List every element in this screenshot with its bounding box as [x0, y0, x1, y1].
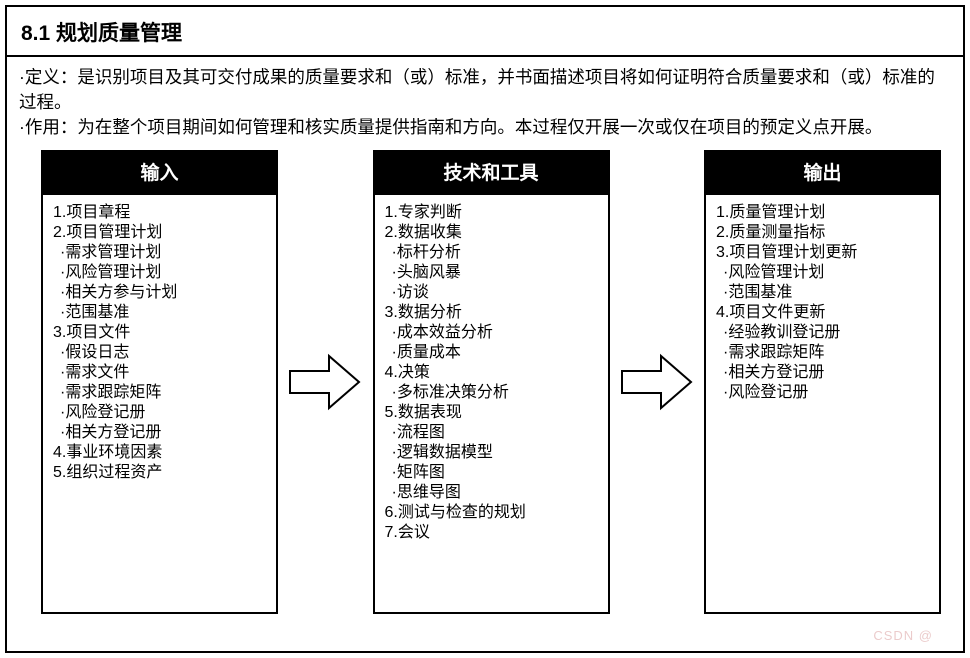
list-item: ·成本效益分析: [391, 323, 493, 341]
list-item: ·需求管理计划: [60, 243, 162, 261]
right-arrow-icon: [620, 353, 693, 410]
list-item: ·标杆分析: [391, 243, 461, 261]
list-item: 2.数据收集: [384, 223, 462, 241]
list-item: ·风险管理计划: [723, 263, 825, 281]
list-item: 5.数据表现: [384, 403, 462, 421]
list-item: 2.质量测量指标: [716, 223, 826, 241]
list-item: 5.组织过程资产: [53, 463, 163, 481]
list-item: 2.项目管理计划: [53, 223, 163, 241]
list-item: ·相关方登记册: [60, 423, 162, 441]
list-item: ·相关方参与计划: [60, 283, 178, 301]
purpose-text: ·作用：为在整个项目期间如何管理和核实质量提供指南和方向。本过程仅开展一次或仅在…: [19, 116, 883, 137]
list-item: 3.数据分析: [384, 303, 462, 321]
tools-box: 技术和工具 1.专家判断 2.数据收集 ·标杆分析 ·头脑风暴 ·访谈 3.数据分析 ·成本…: [372, 149, 610, 614]
list-item: ·头脑风暴: [391, 263, 461, 281]
outputs-header: 输出: [706, 151, 939, 195]
watermark: CSDN @: [873, 628, 933, 643]
list-item: ·风险管理计划: [60, 263, 162, 281]
list-item: ·需求跟踪矩阵: [60, 383, 162, 401]
page-title: 8.1 规划质量管理: [21, 22, 183, 45]
title-bar: 8.1 规划质量管理: [7, 7, 963, 57]
list-item: 4.项目文件更新: [716, 303, 826, 321]
list-item: ·需求文件: [60, 363, 130, 381]
list-item: ·风险登记册: [60, 403, 146, 421]
outputs-list: 1.质量管理计划 2.质量测量指标 3.项目管理计划更新 ·风险管理计划 ·范围基准 4.…: [706, 195, 939, 403]
list-item: 3.项目管理计划更新: [716, 243, 858, 261]
list-item: ·相关方登记册: [723, 363, 825, 381]
list-item: 1.质量管理计划: [716, 203, 826, 221]
arrow-cell-1: [278, 150, 373, 614]
list-item: ·范围基准: [60, 303, 130, 321]
definition-text: ·定义：是识别项目及其可交付成果的质量要求和（或）标准，并书面描述项目将如何证明…: [19, 67, 935, 112]
list-item: ·假设日志: [60, 343, 130, 361]
tools-header: 技术和工具: [374, 151, 608, 195]
list-item: ·多标准决策分析: [391, 383, 509, 401]
list-item: ·风险登记册: [723, 383, 809, 401]
list-item: ·流程图: [391, 423, 445, 441]
right-arrow-icon: [289, 353, 361, 410]
diagram-frame: 8.1 规划质量管理 ·定义：是识别项目及其可交付成果的质量要求和（或）标准，并…: [5, 5, 965, 653]
list-item: 6.测试与检查的规划: [384, 503, 526, 521]
itto-diagram: 输入 1.项目章程 2.项目管理计划 ·需求管理计划 ·风险管理计划 ·相关方参与计划 ·…: [7, 149, 963, 614]
list-item: 7.会议: [384, 523, 430, 541]
inputs-list: 1.项目章程 2.项目管理计划 ·需求管理计划 ·风险管理计划 ·相关方参与计划 ·范围基…: [43, 195, 276, 483]
inputs-box: 输入 1.项目章程 2.项目管理计划 ·需求管理计划 ·风险管理计划 ·相关方参与计划 ·…: [41, 149, 278, 614]
list-item: ·需求跟踪矩阵: [723, 343, 825, 361]
list-item: ·思维导图: [391, 483, 461, 501]
list-item: ·逻辑数据模型: [391, 443, 493, 461]
arrow-cell-2: [610, 150, 705, 614]
list-item: 4.事业环境因素: [53, 443, 163, 461]
list-item: 1.专家判断: [384, 203, 462, 221]
inputs-header: 输入: [43, 151, 276, 195]
list-item: ·质量成本: [391, 343, 461, 361]
tools-list: 1.专家判断 2.数据收集 ·标杆分析 ·头脑风暴 ·访谈 3.数据分析 ·成本效益分析 ·质…: [375, 195, 608, 543]
list-item: ·矩阵图: [391, 463, 445, 481]
list-item: 4.决策: [384, 363, 430, 381]
outputs-box: 输出 1.质量管理计划 2.质量测量指标 3.项目管理计划更新 ·风险管理计划 ·范围基…: [704, 149, 941, 614]
list-item: ·范围基准: [723, 283, 793, 301]
list-item: 3.项目文件: [53, 323, 131, 341]
description-block: ·定义：是识别项目及其可交付成果的质量要求和（或）标准，并书面描述项目将如何证明…: [7, 57, 963, 140]
list-item: 1.项目章程: [53, 203, 131, 221]
list-item: ·访谈: [391, 283, 429, 301]
list-item: ·经验教训登记册: [723, 323, 841, 341]
